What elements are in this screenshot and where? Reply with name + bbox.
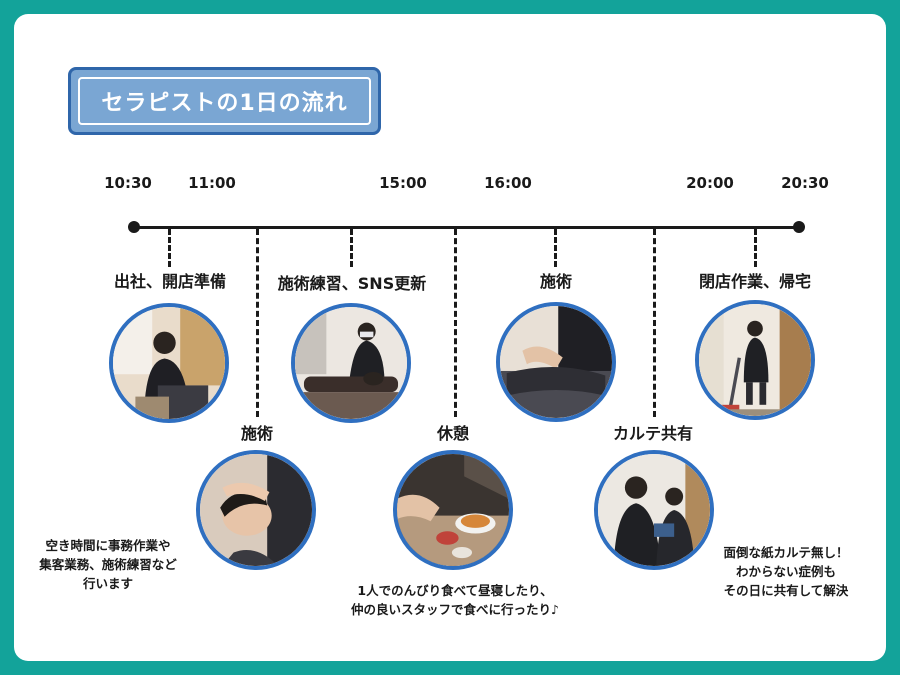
photo-cleaning [695,300,815,420]
event-label-treatment-1: 施術 [240,424,274,443]
note-karte-line-3: その日に共有して解決 [723,583,849,598]
photo-back-treatment-illustration [500,306,612,418]
tick-treatment-1 [256,229,259,417]
timeline-end-dot [793,221,805,233]
photo-practice-session [291,303,411,423]
photo-head-massage [196,450,316,570]
tick-karte [653,229,656,417]
note-free-time: 空き時間に事務作業や 集客業務、施術練習など 行います [39,536,177,593]
note-break-line-2: 仲の良いスタッフで食べに行ったり♪ [351,602,559,617]
photo-back-treatment [496,302,616,422]
tick-treatment-2 [554,229,557,267]
time-label-2000: 20:00 [686,174,734,192]
photo-therapist-at-desk [109,303,229,423]
photo-lunch-break-illustration [397,454,509,566]
timeline-start-dot [128,221,140,233]
time-label-1030: 10:30 [104,174,152,192]
title-banner: セラピストの1日の流れ [68,67,381,135]
tick-practice [350,229,353,267]
note-karte: 面倒な紙カルテ無し！ わからない症例も その日に共有して解決 [723,543,848,600]
photo-karte-sharing-illustration [598,454,710,566]
photo-karte-sharing [594,450,714,570]
time-label-1600: 16:00 [484,174,532,192]
time-label-2030: 20:30 [781,174,829,192]
note-karte-line-2: わからない症例も [735,564,837,579]
event-label-treatment-2: 施術 [539,272,573,291]
time-label-1500: 15:00 [379,174,427,192]
event-label-practice: 施術練習、SNS更新 [277,274,427,293]
photo-head-massage-illustration [200,454,312,566]
timeline-axis [133,226,799,229]
event-label-closing: 閉店作業、帰宅 [698,272,812,291]
title-inner-frame: セラピストの1日の流れ [78,77,371,125]
time-label-1100: 11:00 [188,174,236,192]
note-break: 1人でのんびり食べて昼寝したり、 仲の良いスタッフで食べに行ったり♪ [351,581,559,619]
tick-break [454,229,457,417]
note-free-time-line-3: 行います [82,576,134,591]
note-free-time-line-2: 集客業務、施術練習など [39,557,177,572]
tick-opening [168,229,171,267]
photo-practice-session-illustration [295,307,407,419]
page-title: セラピストの1日の流れ [101,91,348,116]
photo-lunch-break [393,450,513,570]
note-break-line-1: 1人でのんびり食べて昼寝したり、 [357,583,553,598]
event-label-karte: カルテ共有 [612,424,694,443]
note-karte-line-1: 面倒な紙カルテ無し！ [723,545,849,560]
tick-closing [754,229,757,267]
photo-cleaning-illustration [699,304,811,416]
event-label-opening: 出社、開店準備 [113,272,227,291]
event-label-break: 休憩 [436,424,470,443]
photo-therapist-at-desk-illustration [113,307,225,419]
note-free-time-line-1: 空き時間に事務作業や [45,538,171,553]
